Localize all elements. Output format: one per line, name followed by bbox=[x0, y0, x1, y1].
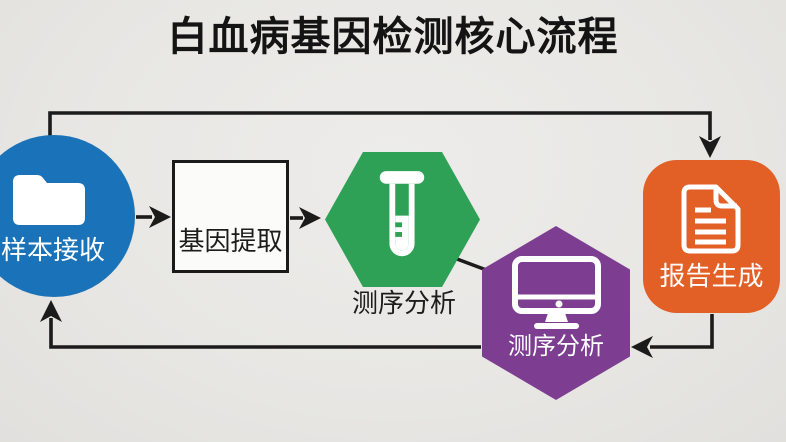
node-analysis-label: 测序分析 bbox=[508, 333, 604, 360]
edge-report-to-analysis bbox=[650, 314, 714, 349]
arrowhead-into-sample bbox=[40, 300, 62, 322]
arrowhead-into-report bbox=[699, 136, 721, 158]
folder-icon bbox=[13, 175, 85, 225]
arrowhead-into-sequencing bbox=[299, 207, 321, 229]
node-report-label: 报告生成 bbox=[659, 261, 764, 291]
arrowhead-into-analysis bbox=[631, 336, 653, 358]
node-extraction-label: 基因提取 bbox=[178, 226, 283, 257]
node-sequencing-label: 测序分析 bbox=[351, 288, 456, 318]
node-sequencing-hexagon bbox=[325, 152, 480, 287]
monitor-icon bbox=[512, 256, 601, 329]
arrowhead-into-extraction bbox=[149, 206, 171, 228]
edge-sample-to-report bbox=[48, 111, 712, 140]
document-icon bbox=[681, 184, 741, 254]
test-tube-icon bbox=[379, 171, 425, 257]
node-sample-reception: 样本接收 bbox=[0, 135, 135, 297]
node-sample-label: 样本接收 bbox=[0, 235, 105, 265]
node-report-generation: 报告生成 bbox=[643, 160, 780, 313]
node-gene-extraction: 基因提取 bbox=[172, 160, 289, 273]
page-title: 白血病基因检测核心流程 bbox=[167, 15, 619, 59]
edge-analysis-to-sample bbox=[49, 318, 481, 349]
